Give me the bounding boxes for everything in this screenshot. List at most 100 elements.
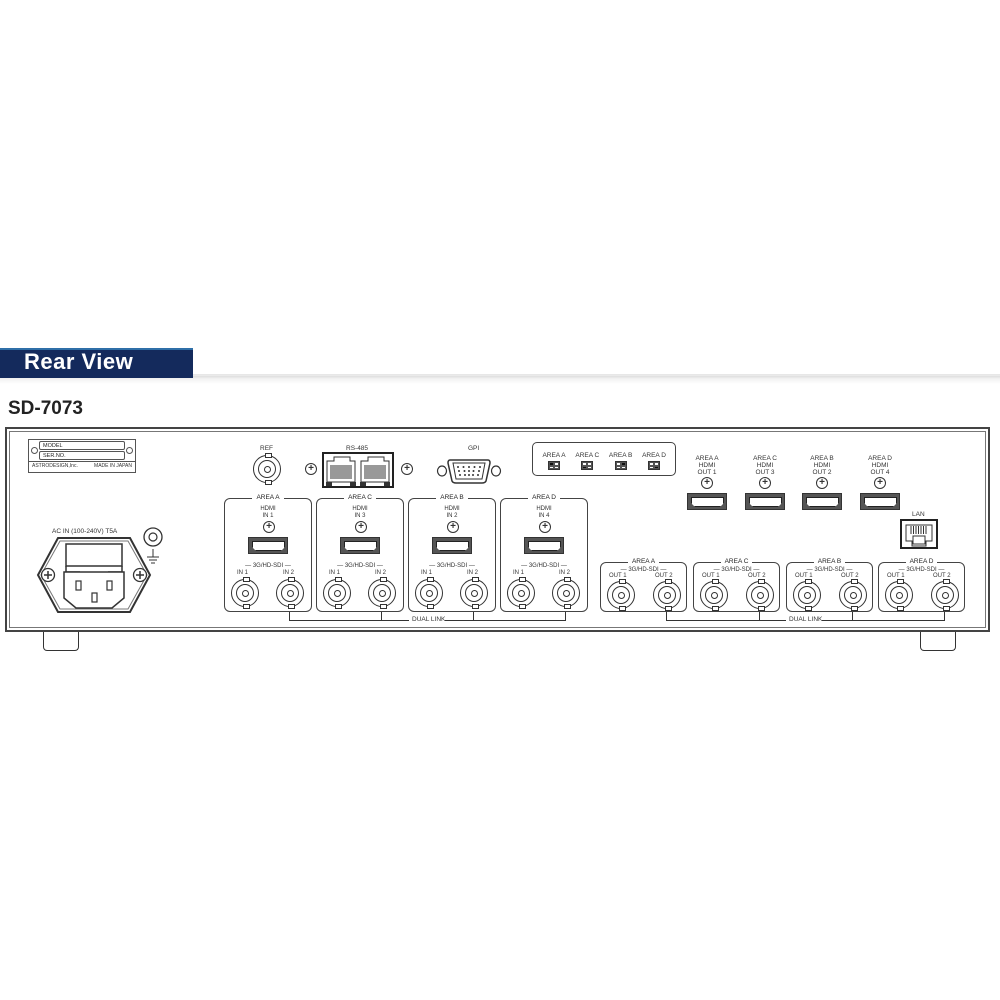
sdi-in-1-bnc-connector[interactable]	[507, 577, 535, 609]
sdi-in2-label: IN 2	[283, 570, 295, 576]
dip-switch-icon[interactable]	[614, 461, 627, 470]
maker-label: ASTRODESIGN,Inc.	[32, 463, 78, 469]
rs485-rj45-dual-connector[interactable]	[322, 452, 394, 488]
output-group-area-a: AREA A — 3G/HD-SDI — OUT 1 OUT 2	[600, 558, 687, 612]
sdi-in-1-bnc-connector[interactable]	[231, 577, 259, 609]
gpi-label: GPI	[468, 445, 480, 452]
sdi-out1-label: OUT 1	[609, 573, 627, 579]
hdmi-in-1-port[interactable]	[248, 537, 288, 554]
port-label: OUT 1	[697, 469, 717, 476]
sdi-out1-label: OUT 1	[702, 573, 720, 579]
sdi-in-1-bnc-connector[interactable]	[415, 577, 443, 609]
sdi-out-2-bnc-connector[interactable]	[746, 579, 774, 611]
sdi-out-1-bnc-connector[interactable]	[700, 579, 728, 611]
screw-icon: +	[263, 521, 275, 533]
dual-link-line	[852, 612, 853, 620]
sdi-in1-label: IN 1	[421, 570, 433, 576]
sdi-in-2-bnc-connector[interactable]	[552, 577, 580, 609]
hdmi-out-3-port[interactable]	[745, 493, 785, 510]
sdi-label: — 3G/HD-SDI —	[713, 567, 760, 573]
dual-link-line	[289, 620, 409, 621]
group-label: AREA A	[252, 494, 284, 501]
dip-label: AREA D	[642, 452, 666, 459]
sdi-in1-label: IN 1	[329, 570, 341, 576]
hdmi-port-label: IN 3	[354, 513, 366, 519]
sdi-label: — 3G/HD-SDI —	[521, 563, 567, 569]
sdi-out-1-bnc-connector[interactable]	[885, 579, 913, 611]
dual-link-line	[822, 620, 945, 621]
hdmi-label: HDMI	[352, 506, 368, 512]
sdi-out2-label: OUT 2	[655, 573, 673, 579]
area-label: AREA A	[695, 455, 719, 462]
rs485-screw-left-icon: +	[305, 463, 317, 475]
ref-bnc-connector[interactable]	[253, 453, 281, 485]
dip-switch-icon[interactable]	[548, 461, 560, 470]
input-group-area-b: AREA B HDMI IN 2 + — 3G/HD-SDI — IN 1 IN…	[408, 494, 496, 612]
hdmi-out-area-c: AREA C HDMI OUT 3 +	[740, 455, 790, 510]
dip-switch-area-a[interactable]: AREA A	[540, 452, 568, 470]
dip-switch-icon[interactable]	[581, 461, 594, 470]
dip-label: AREA B	[608, 452, 633, 459]
screw-icon: +	[447, 521, 459, 533]
hdmi-out-4-port[interactable]	[860, 493, 900, 510]
sdi-out-1-bnc-connector[interactable]	[793, 579, 821, 611]
dip-switch-area-d[interactable]: AREA D	[640, 452, 668, 470]
group-label: AREA C	[344, 494, 376, 501]
screw-icon: +	[701, 477, 713, 489]
rs485-label: RS-485	[346, 445, 369, 452]
area-label: AREA D	[868, 455, 892, 462]
hdmi-out-2-port[interactable]	[802, 493, 842, 510]
sdi-in-2-bnc-connector[interactable]	[368, 577, 396, 609]
dip-switch-area-c[interactable]: AREA C	[573, 452, 601, 470]
dip-switch-icon[interactable]	[647, 461, 660, 470]
output-group-area-c: AREA C — 3G/HD-SDI — OUT 1 OUT 2	[693, 558, 780, 612]
sdi-in2-label: IN 2	[559, 570, 571, 576]
hdmi-out-1-port[interactable]	[687, 493, 727, 510]
sdi-out2-label: OUT 2	[841, 573, 859, 579]
sdi-out-1-bnc-connector[interactable]	[607, 579, 635, 611]
sdi-in-2-bnc-connector[interactable]	[276, 577, 304, 609]
hdmi-out-area-d: AREA D HDMI OUT 4 +	[855, 455, 905, 510]
dual-link-line	[445, 620, 566, 621]
hdmi-label: HDMI	[871, 462, 889, 469]
dual-link-line	[944, 612, 945, 620]
sdi-out-2-bnc-connector[interactable]	[931, 579, 959, 611]
sdi-label: — 3G/HD-SDI —	[806, 567, 853, 573]
screw-icon: +	[874, 477, 886, 489]
port-label: OUT 2	[812, 469, 832, 476]
gpi-dsub-connector[interactable]	[436, 457, 502, 485]
hdmi-in-4-port[interactable]	[524, 537, 564, 554]
sdi-out2-label: OUT 2	[933, 573, 951, 579]
output-group-area-d: AREA D — 3G/HD-SDI — OUT 1 OUT 2	[878, 558, 965, 612]
left-foot	[43, 632, 79, 651]
hdmi-label: HDMI	[444, 506, 460, 512]
sdi-in-1-bnc-connector[interactable]	[323, 577, 351, 609]
sdi-out-2-bnc-connector[interactable]	[839, 579, 867, 611]
lan-rj45-port[interactable]	[900, 519, 938, 549]
hdmi-in-3-port[interactable]	[340, 537, 380, 554]
model-field: MODEL	[39, 441, 125, 450]
dual-link-line	[759, 612, 760, 620]
group-label: AREA D	[905, 558, 938, 565]
hdmi-label: HDMI	[756, 462, 774, 469]
dip-label: AREA A	[542, 452, 566, 459]
hdmi-port-label: IN 4	[538, 513, 550, 519]
area-label: AREA B	[810, 455, 834, 462]
hdmi-port-label: IN 1	[262, 513, 274, 519]
nameplate: MODEL SER.NO. ASTRODESIGN,Inc. MADE IN J…	[28, 439, 136, 473]
sdi-out-2-bnc-connector[interactable]	[653, 579, 681, 611]
sdi-label: — 3G/HD-SDI —	[898, 567, 945, 573]
dip-switch-area-b[interactable]: AREA B	[607, 452, 635, 470]
header-bar	[0, 348, 193, 378]
output-group-area-b: AREA B — 3G/HD-SDI — OUT 1 OUT 2	[786, 558, 873, 612]
lan-label: LAN	[912, 511, 925, 518]
group-label: AREA B	[813, 558, 846, 565]
port-label: OUT 3	[755, 469, 775, 476]
input-group-area-a: AREA A HDMI IN 1 + — 3G/HD-SDI — IN 1 IN…	[224, 494, 312, 612]
hdmi-in-2-port[interactable]	[432, 537, 472, 554]
screw-icon: +	[816, 477, 828, 489]
ac-inlet-icon[interactable]	[36, 536, 152, 614]
ground-icon[interactable]	[142, 527, 164, 567]
sdi-in-2-bnc-connector[interactable]	[460, 577, 488, 609]
screw-icon: +	[355, 521, 367, 533]
